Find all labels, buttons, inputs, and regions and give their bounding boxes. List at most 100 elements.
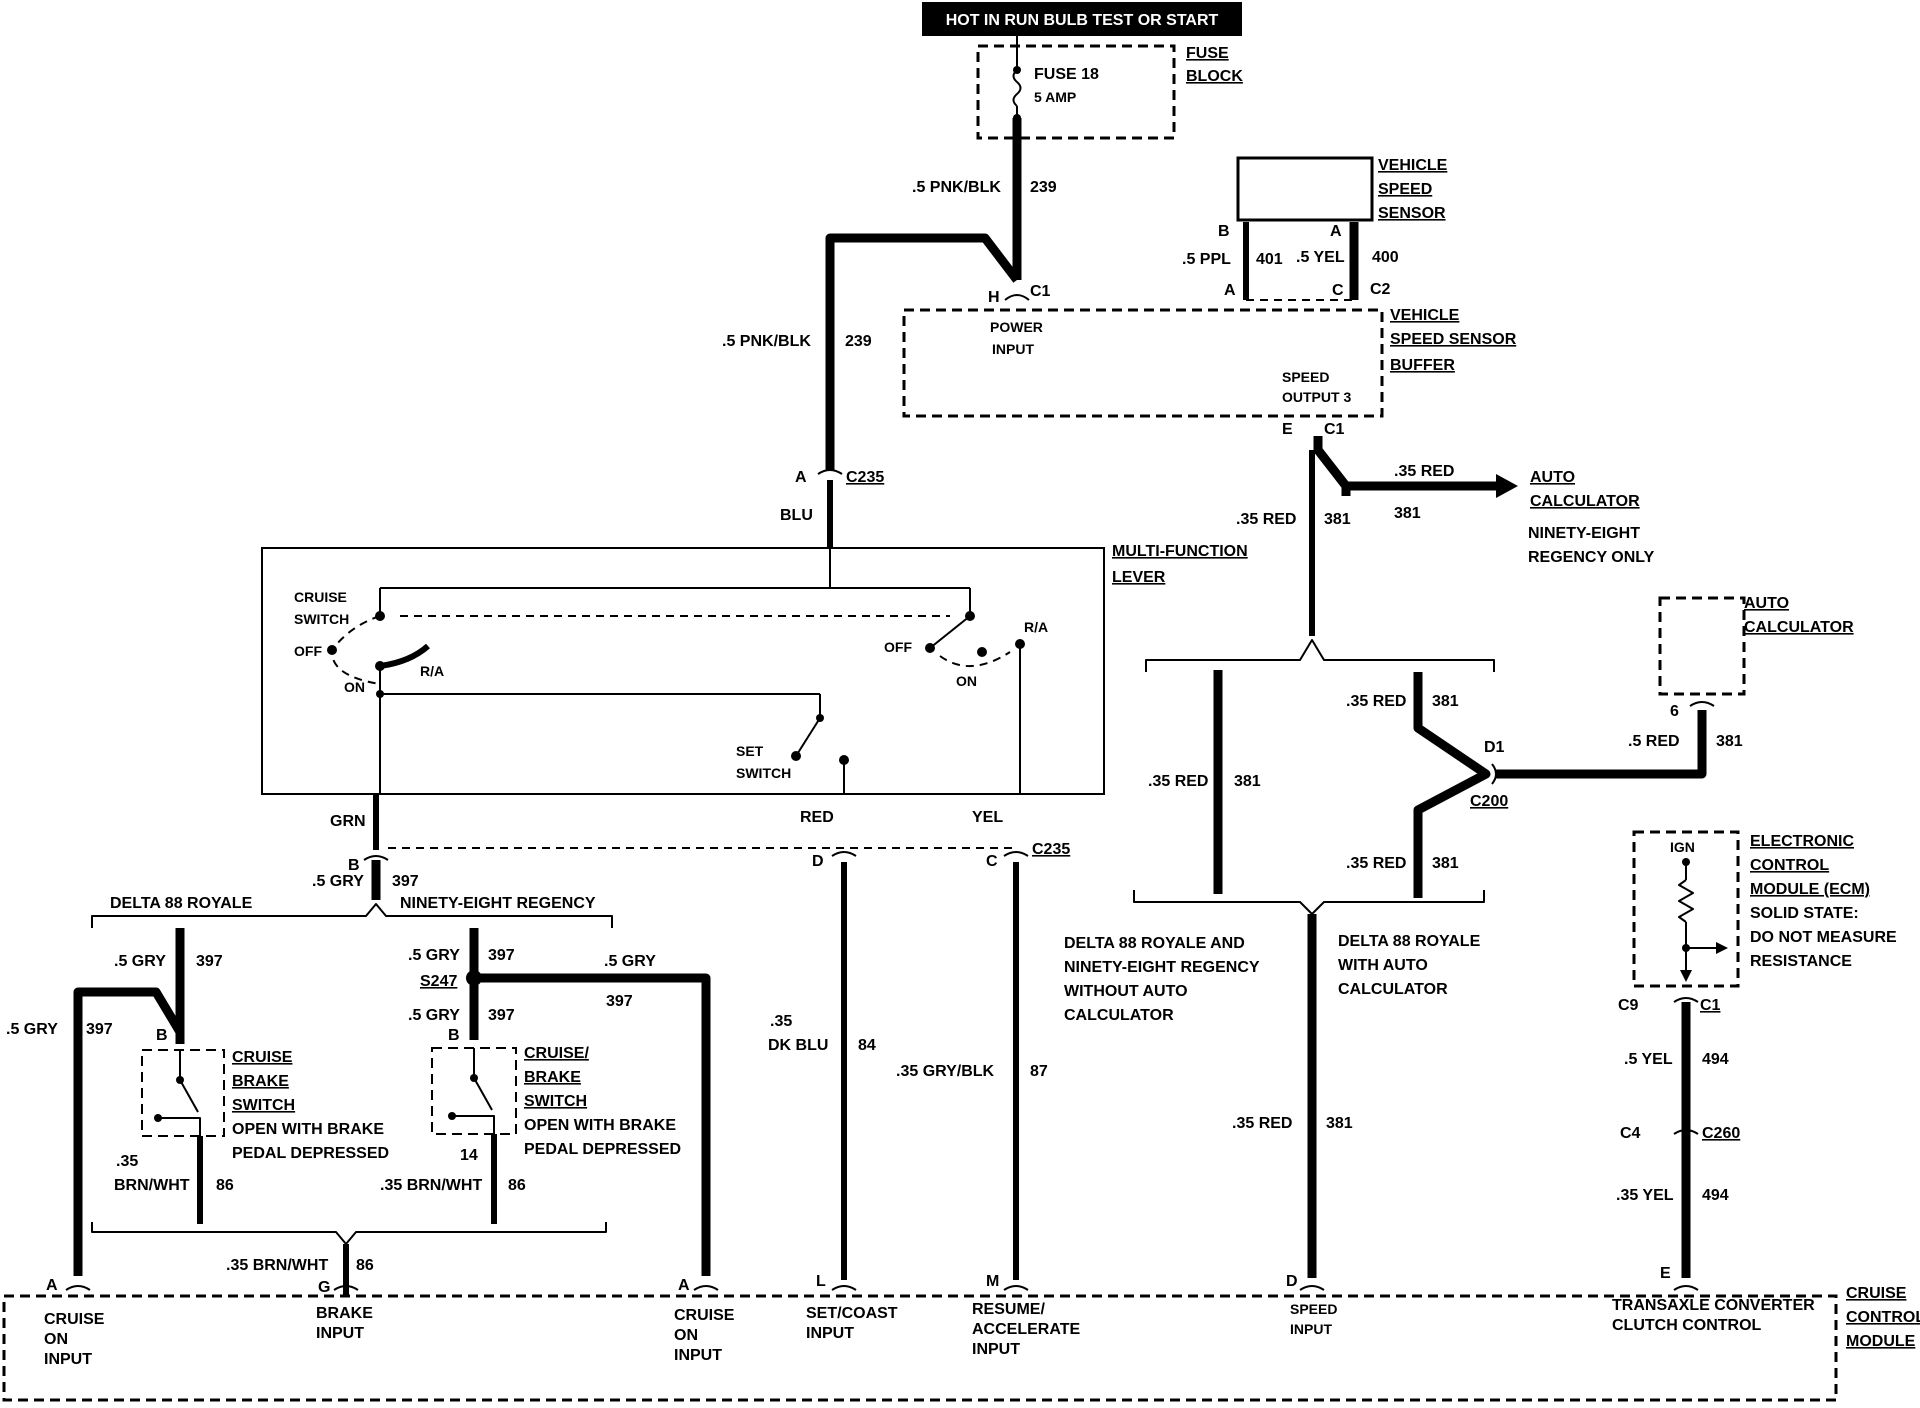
fuse-block-title-1: FUSE — [1186, 45, 1229, 62]
ccm-input5-2: ACCELERATE — [972, 1321, 1080, 1338]
speed-to-calc-circuit: 381 — [1716, 733, 1743, 750]
wire-401-label: .5 PPL — [1182, 251, 1231, 268]
speed-note-right-1: DELTA 88 ROYALE — [1338, 933, 1481, 950]
ecm-pin-c4: C4 — [1620, 1125, 1641, 1142]
ecm-note-3: RESISTANCE — [1750, 953, 1852, 970]
buffer-power-input-1: POWER — [990, 319, 1043, 335]
right-calc-title-1: AUTO — [1744, 595, 1789, 612]
ccm-pin-a-left: A — [46, 1277, 58, 1294]
auto-calc-title-2: CALCULATOR — [1530, 493, 1640, 510]
wire-381-mid — [1413, 672, 1491, 898]
lever-pin-d: D — [812, 853, 824, 870]
set-switch-label-1: SET — [736, 743, 764, 759]
wire-grn-label: GRN — [330, 813, 366, 830]
speed-note-left-4: CALCULATOR — [1064, 1007, 1174, 1024]
wire-84-color: DK BLU — [768, 1037, 828, 1054]
wire-87-label: .35 GRY/BLK — [896, 1063, 995, 1080]
speed-note-right-3: CALCULATOR — [1338, 981, 1448, 998]
auto-calc-note-2: REGENCY ONLY — [1528, 549, 1655, 566]
wire-401-circuit: 401 — [1256, 251, 1283, 268]
fuse-name: FUSE 18 — [1034, 66, 1099, 83]
power-banner — [922, 2, 1242, 36]
speed-note-left-3: WITHOUT AUTO — [1064, 983, 1188, 1000]
ccm-input3-3: INPUT — [674, 1347, 722, 1364]
wire-397-right — [474, 973, 711, 1276]
sw1-pin-b: B — [156, 1027, 168, 1044]
speed-to-calc-wire: .5 RED — [1628, 733, 1680, 750]
wire-239-upper-circuit: 239 — [1030, 179, 1057, 196]
sw1-note-2: PEDAL DEPRESSED — [232, 1145, 389, 1162]
ecm-pin-c9: C9 — [1618, 997, 1639, 1014]
speed-bottom-wire: .35 RED — [1232, 1115, 1292, 1132]
brn-right: .35 BRN/WHT — [380, 1177, 482, 1194]
auto-calc-circuit: 381 — [1394, 505, 1421, 522]
ecm-circuit-lower: 494 — [1702, 1187, 1729, 1204]
ccm-input1-3: INPUT — [44, 1351, 92, 1368]
multi-function-lever-box — [261, 547, 1105, 795]
fuse-terminal-top — [1013, 66, 1021, 74]
vss-buffer-box — [902, 308, 1384, 418]
wire-blu-label: BLU — [780, 507, 813, 524]
connector-c200: C200 — [1470, 793, 1508, 810]
wire-397-stem-label: .5 GRY — [312, 873, 364, 890]
buffer-pin-c: C — [1332, 282, 1344, 299]
buffer-title-2: SPEED SENSOR — [1390, 331, 1517, 348]
wire-400-label: .5 YEL — [1296, 249, 1345, 266]
buffer-conn-c1: C1 — [1030, 283, 1051, 300]
sw2-pin-14: 14 — [460, 1147, 478, 1164]
speed-left-wire: .35 RED — [1148, 773, 1208, 790]
auto-calc-wire: .35 RED — [1394, 463, 1454, 480]
wire-397-stem-circuit: 397 — [392, 873, 419, 890]
lever-ra-left: R/A — [420, 663, 444, 679]
set-switch-blade — [795, 717, 821, 757]
vehicle-speed-sensor-box — [1236, 156, 1374, 222]
fuse-block-title-2: BLOCK — [1186, 68, 1243, 85]
cruise-switch-label-2: SWITCH — [294, 611, 349, 627]
ccm-input4-2: INPUT — [806, 1325, 854, 1342]
ccm-title-3: MODULE — [1846, 1333, 1916, 1350]
fuse-symbol — [1012, 69, 1022, 107]
model-bracket — [91, 903, 613, 928]
buffer-power-input-2: INPUT — [992, 341, 1034, 357]
speed-note-left-1: DELTA 88 ROYALE AND — [1064, 935, 1245, 952]
ecm-note-2: DO NOT MEASURE — [1750, 929, 1897, 946]
ecm-conn-c1: C1 — [1700, 997, 1721, 1014]
ccm-pin-d: D — [1286, 1273, 1298, 1290]
speed-upper-circuit: 381 — [1324, 511, 1351, 528]
cruise-control-module-box — [2, 1294, 1838, 1402]
wire-239-upper-label: .5 PNK/BLK — [912, 179, 1001, 196]
buffer-pin-a: A — [1224, 282, 1236, 299]
sw1-title-3: SWITCH — [232, 1097, 295, 1114]
ccm-input3-1: CRUISE — [674, 1307, 735, 1324]
sw2-title-3: SWITCH — [524, 1093, 587, 1110]
ecm-wire-upper: .5 YEL — [1624, 1051, 1673, 1068]
auto-calc-arrow — [1496, 474, 1518, 498]
wire-239-lower-circuit: 239 — [845, 333, 872, 350]
ccm-input6-2: INPUT — [1290, 1321, 1332, 1337]
buffer-speed-output-1: SPEED — [1282, 369, 1329, 385]
set-switch-label-2: SWITCH — [736, 765, 791, 781]
lever-title-2: LEVER — [1112, 569, 1166, 586]
ccm-input4-1: SET/COAST — [806, 1305, 898, 1322]
left-gry-circuit: 397 — [196, 953, 223, 970]
ecm-note-1: SOLID STATE: — [1750, 905, 1859, 922]
sw1-note-1: OPEN WITH BRAKE — [232, 1121, 384, 1138]
lever-pin-b: B — [348, 857, 360, 874]
lever-on-left: ON — [344, 679, 365, 695]
lever-on-right: ON — [956, 673, 977, 689]
ecm-box — [1632, 830, 1740, 988]
sw2-title-1: CRUISE/ — [524, 1045, 589, 1062]
mid-gry2: .5 GRY — [408, 1007, 460, 1024]
lever-off-right: OFF — [884, 639, 912, 655]
fuse-rating: 5 AMP — [1034, 89, 1076, 105]
buffer-pin-h: H — [988, 289, 1000, 306]
ccm-pin-e: E — [1660, 1265, 1671, 1282]
wire-87-circuit: 87 — [1030, 1063, 1048, 1080]
mid-gry: .5 GRY — [408, 947, 460, 964]
far-left-gry: .5 GRY — [6, 1021, 58, 1038]
vss-title-1: VEHICLE — [1378, 157, 1448, 174]
ecm-resistor — [1678, 879, 1694, 923]
wire-397-far-left — [73, 987, 184, 1276]
vss-pin-a: A — [1330, 223, 1342, 240]
